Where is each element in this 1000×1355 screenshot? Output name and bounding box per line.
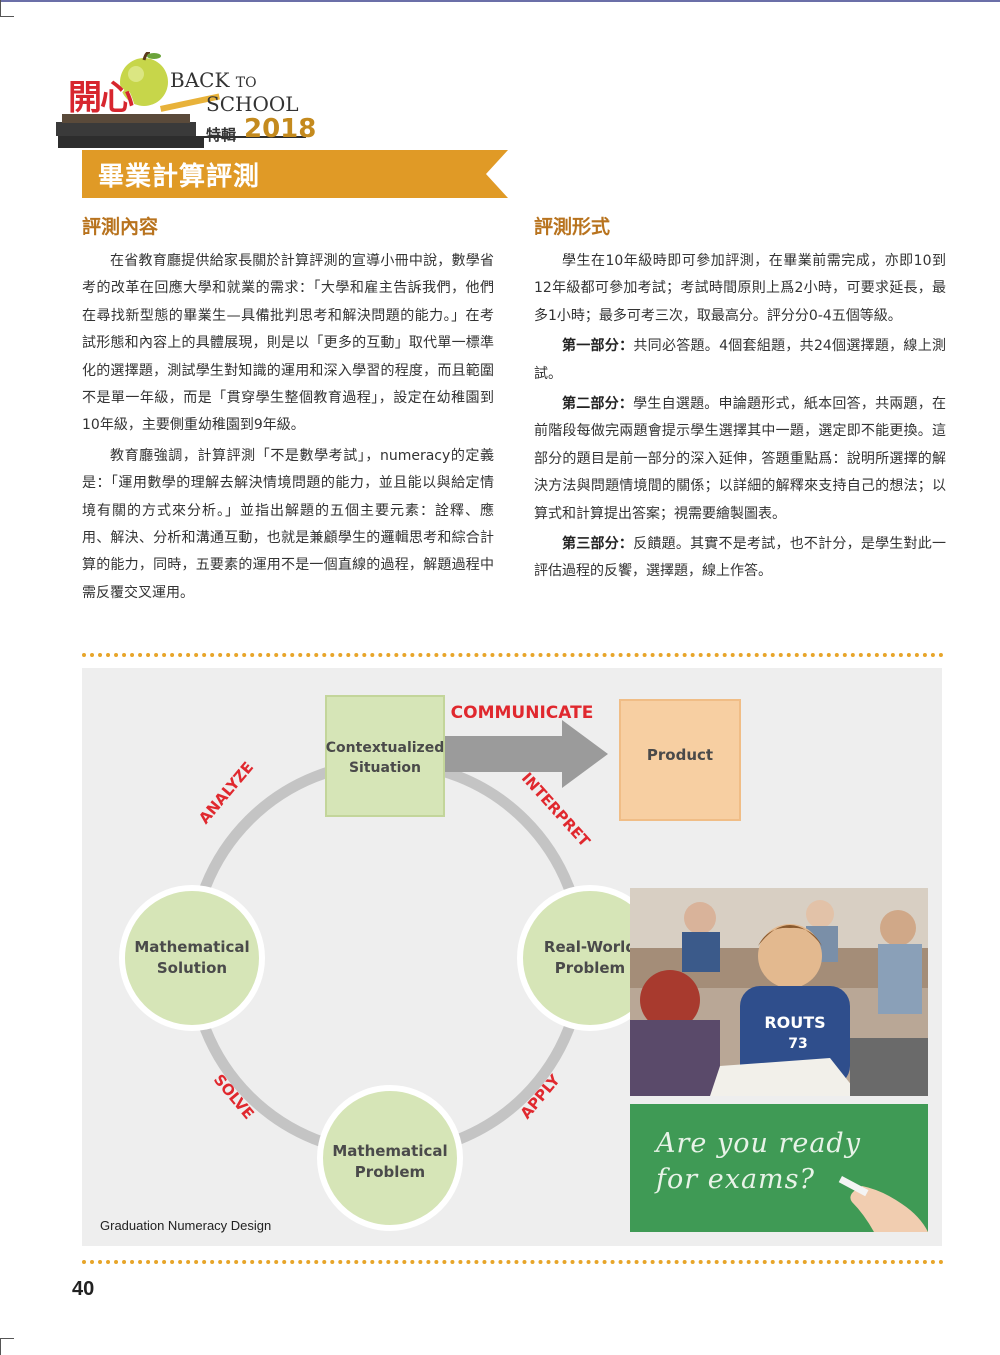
product-label: Product [647, 746, 713, 764]
part-label: 第二部分： [562, 396, 634, 413]
numeracy-figure: Contextualized Situation Product Real-Wo… [82, 668, 942, 1246]
mathproblem-label-1: Mathematical [332, 1142, 447, 1160]
chalkboard-line-1: Are you ready [656, 1128, 861, 1159]
paragraph: 教育廳強調，計算評測「不是數學考試」，numeracy的定義是：「運用數學的理解… [82, 447, 494, 601]
numeracy-cycle-diagram: Contextualized Situation Product Real-Wo… [119, 695, 741, 1231]
realworld-label-2: Problem [555, 959, 625, 977]
books-apple-icon [56, 52, 306, 148]
context-label-2: Situation [349, 760, 421, 776]
communicate-arrow [442, 720, 608, 788]
part-text: 共同必答題。4個套組題，共24個選擇題，線上測試。 [534, 338, 946, 382]
title-banner: 畢業計算評測 [82, 150, 508, 198]
part-label: 第三部分： [562, 536, 634, 553]
paragraph-part-3: 第三部分：反饋題。其實不是考試，也不計分，是學生對此一評估過程的反饗，選擇題，線… [534, 531, 946, 586]
mathsolution-label-2: Solution [157, 959, 227, 977]
logo-kaixin: 開心 [68, 78, 134, 118]
paragraph: 學生在10年級時即可參加評測，在畢業前需完成，亦即10到12年級都可參加考試；考… [534, 253, 946, 324]
section-heading-format: 評測形式 [534, 216, 611, 238]
page-title: 畢業計算評測 [98, 162, 261, 192]
mathematical-problem-node [317, 1085, 463, 1231]
mathematical-solution-node [119, 885, 265, 1031]
contextualized-situation-node [325, 695, 445, 817]
logo-back-to: BACK TO [170, 68, 257, 92]
mathsolution-label-1: Mathematical [134, 938, 249, 956]
chalkboard-line-2: for exams? [656, 1164, 815, 1195]
back-to-school-logo: 開心 BACK TO SCHOOL 特輯 2018 [56, 52, 316, 152]
chalkboard-image: Are you ready for exams? [630, 1104, 928, 1232]
content-column-right: 評測形式 學生在10年級時即可參加評測，在畢業前需完成，亦即10到12年級都可參… [534, 212, 946, 589]
paragraph-part-2: 第二部分：學生自選題。申論題形式，紙本回答，共兩題，在前階段每做完兩題會提示學生… [534, 391, 946, 528]
product-node [619, 699, 741, 821]
page-number: 40 [72, 1278, 95, 1300]
logo-back: BACK [170, 68, 230, 92]
dotted-divider [82, 653, 944, 657]
context-label-1: Contextualized [326, 740, 444, 756]
crop-mark [0, 1338, 14, 1339]
crop-mark [0, 1338, 1, 1355]
mathproblem-label-2: Problem [355, 1163, 425, 1181]
banner-shape [82, 150, 508, 198]
logo-to: TO [235, 75, 257, 91]
content-column-left: 評測內容 在省教育廳提供給家長關於計算評測的宣導小冊中說，數學省考的改革在回應大… [82, 212, 494, 610]
students-exam-photo: ROUTS 73 [630, 888, 928, 1096]
crop-mark [0, 16, 14, 17]
classroom-illustration: ROUTS 73 [630, 888, 928, 1096]
realworld-label-1: Real-World [544, 938, 636, 956]
logo-special: 特輯 [206, 126, 237, 144]
dotted-divider [82, 1260, 944, 1264]
part-text: 學生自選題。申論題形式，紙本回答，共兩題，在前階段每做完兩題會提示學生選擇其中一… [534, 396, 947, 522]
logo-school: SCHOOL [206, 92, 299, 116]
top-rule [0, 0, 1000, 2]
shirt-text-2: 73 [788, 1036, 807, 1052]
section-heading-content: 評測內容 [82, 216, 159, 238]
part-label: 第一部分： [562, 338, 634, 355]
shirt-text-1: ROUTS [764, 1013, 825, 1032]
hand-chalk-icon [838, 1175, 928, 1232]
part-text: 反饋題。其實不是考試，也不計分，是學生對此一評估過程的反饗，選擇題，線上作答。 [534, 536, 947, 580]
interpret-label: INTERPRET [518, 769, 594, 851]
crop-mark [0, 0, 1, 16]
communicate-label: COMMUNICATE [451, 703, 594, 723]
chalkboard-text: Are you ready for exams? [656, 1126, 861, 1198]
paragraph: 在省教育廳提供給家長關於計算評測的宣導小冊中說，數學省考的改革在回應大學和就業的… [82, 253, 494, 434]
paragraph-part-1: 第一部分：共同必答題。4個套組題，共24個選擇題，線上測試。 [534, 333, 946, 388]
figure-caption: Graduation Numeracy Design [100, 1218, 272, 1233]
logo-year: 2018 [244, 114, 317, 144]
